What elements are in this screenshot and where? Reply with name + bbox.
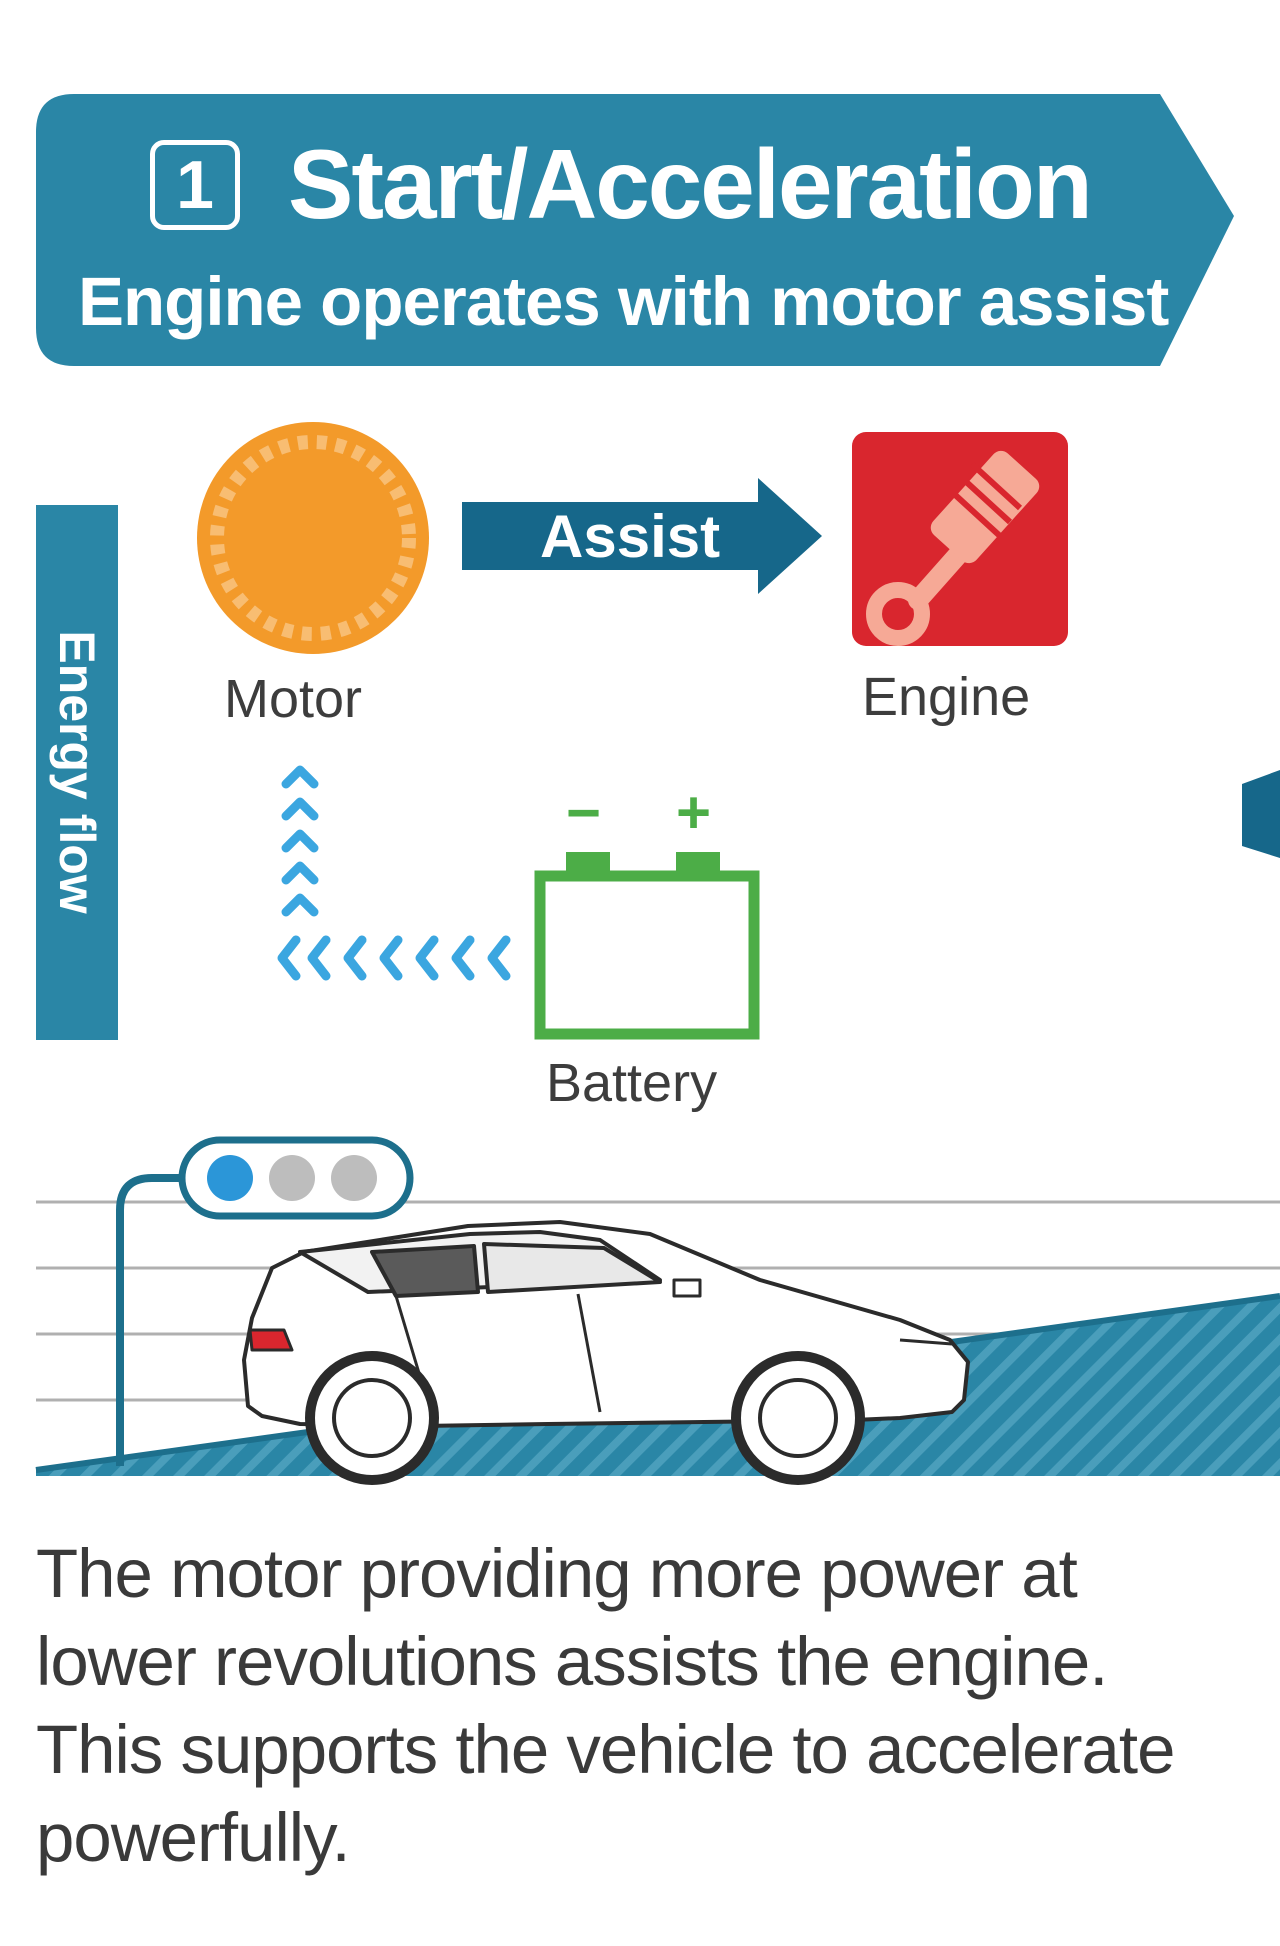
description-line: lower revolutions assists the engine. <box>36 1623 1108 1700</box>
description-line: This supports the vehicle to accelerate <box>36 1711 1175 1788</box>
step-subtitle: Engine operates with motor assist <box>78 263 1169 340</box>
motor-icon <box>197 422 429 654</box>
car-icon <box>242 1220 970 1485</box>
next-step-arrow <box>1242 770 1280 858</box>
assist-label: Assist <box>540 503 721 570</box>
header-banner <box>36 94 1234 366</box>
energy-flow-chevrons <box>277 765 511 981</box>
engine-label: Engine <box>862 667 1031 727</box>
engine-icon <box>852 432 1068 646</box>
traffic-light-icon <box>116 1136 414 1466</box>
battery-label: Battery <box>546 1053 718 1113</box>
step-title: Start/Acceleration <box>288 129 1093 239</box>
battery-plus-sign: + <box>676 779 712 846</box>
battery-minus-sign: − <box>566 779 602 846</box>
energy-flow-bar <box>36 505 118 1040</box>
description-line: powerfully. <box>36 1799 351 1876</box>
motor-label: Motor <box>224 669 363 729</box>
battery-icon <box>534 852 760 1040</box>
description-line: The motor providing more power at <box>36 1535 1078 1612</box>
assist-arrow <box>462 478 822 594</box>
description-text: The motor providing more power at lower … <box>36 1530 1256 1882</box>
step-number-badge: 1 <box>150 140 240 230</box>
